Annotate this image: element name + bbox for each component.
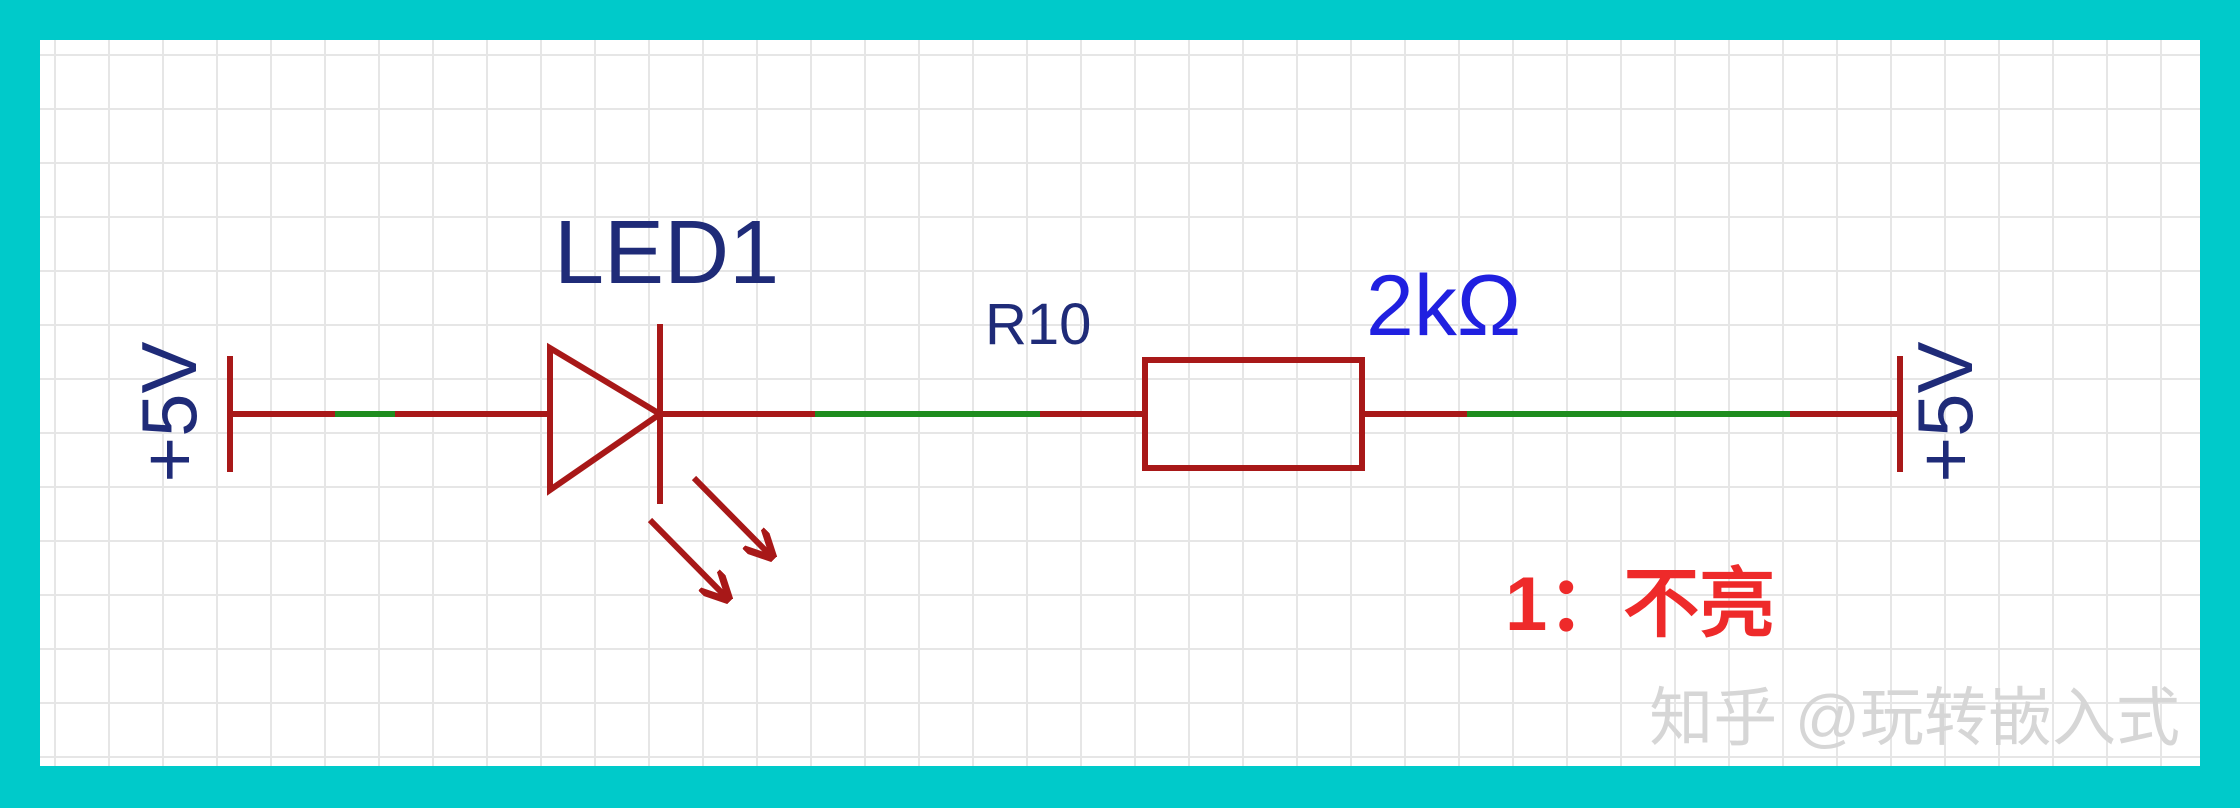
led-component[interactable]: LED1 bbox=[547, 203, 779, 597]
resistor-designator: R10 bbox=[985, 292, 1091, 357]
led-triangle bbox=[547, 342, 666, 496]
power-symbol-left[interactable]: +5V bbox=[125, 342, 233, 483]
status-annotation: 1：不亮 bbox=[1505, 562, 1775, 647]
emission-arrow-icon bbox=[647, 517, 726, 597]
resistor-value: 2kΩ bbox=[1366, 258, 1521, 354]
watermark: 知乎 @玩转嵌入式 bbox=[1649, 682, 2180, 754]
power-symbol-right[interactable]: +5V bbox=[1897, 342, 1989, 483]
power-label-right: +5V bbox=[1901, 342, 1989, 483]
resistor-component[interactable]: R10 2kΩ bbox=[985, 258, 1521, 471]
power-label-left: +5V bbox=[125, 342, 213, 483]
resistor-body bbox=[1142, 357, 1365, 471]
schematic-canvas bbox=[40, 40, 2200, 766]
emission-arrow-icon bbox=[691, 475, 770, 555]
led-designator: LED1 bbox=[554, 203, 779, 303]
